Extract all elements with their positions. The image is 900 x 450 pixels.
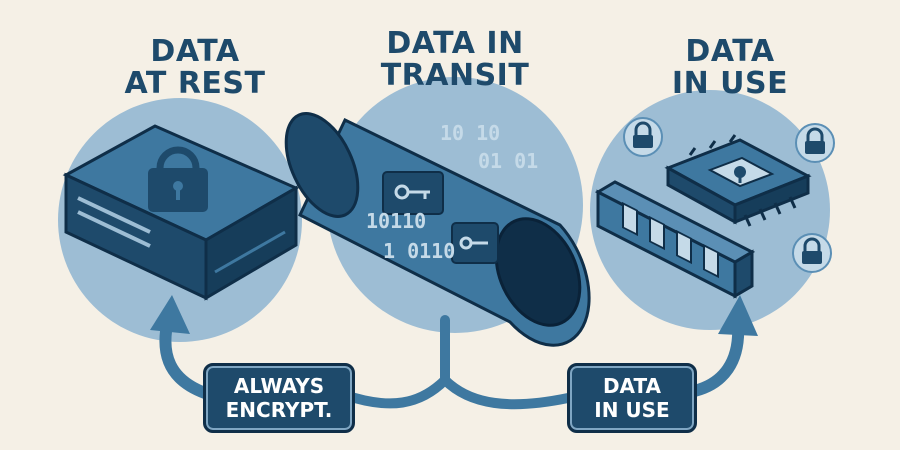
badge-line: ALWAYS xyxy=(233,374,325,398)
arrow-right-head xyxy=(718,295,758,336)
arrow-left-head xyxy=(150,295,190,334)
bits-bottom: 10110 xyxy=(366,209,426,233)
encrypted-pipe-icon: 10 10 01 01 10110 1 0110 xyxy=(284,112,591,347)
title-line: AT REST xyxy=(124,66,266,101)
bits-top: 10 10 xyxy=(440,121,500,145)
key-card-icon xyxy=(382,171,444,215)
arrow-right xyxy=(684,319,745,398)
badge-line: IN USE xyxy=(594,398,670,422)
lock-icon xyxy=(792,233,832,273)
title-data-in-transit: DATA IN TRANSIT xyxy=(345,28,565,92)
title-line: IN USE xyxy=(671,66,789,101)
memory-chip-icon xyxy=(594,134,812,299)
encrypted-disk-icon xyxy=(62,124,300,301)
title-line: DATA xyxy=(685,34,775,69)
bits-middle: 01 01 xyxy=(478,149,538,173)
always-encrypt-badge: ALWAYS ENCRYPT. xyxy=(203,363,355,433)
badge-line: DATA xyxy=(602,374,662,398)
data-in-use-badge: DATA IN USE xyxy=(567,363,697,433)
lock-icon xyxy=(795,123,835,163)
bits-lower: 1 0110 xyxy=(383,239,455,263)
connector-line xyxy=(340,315,573,410)
title-data-in-use: DATA IN USE xyxy=(630,36,830,100)
badge-line: ENCRYPT. xyxy=(225,398,333,422)
title-line: DATA xyxy=(150,34,240,69)
title-line: TRANSIT xyxy=(380,58,530,93)
title-data-at-rest: DATA AT REST xyxy=(95,36,295,100)
lock-icon xyxy=(623,117,663,157)
title-line: DATA IN xyxy=(386,26,524,61)
key-card-icon xyxy=(451,222,499,264)
